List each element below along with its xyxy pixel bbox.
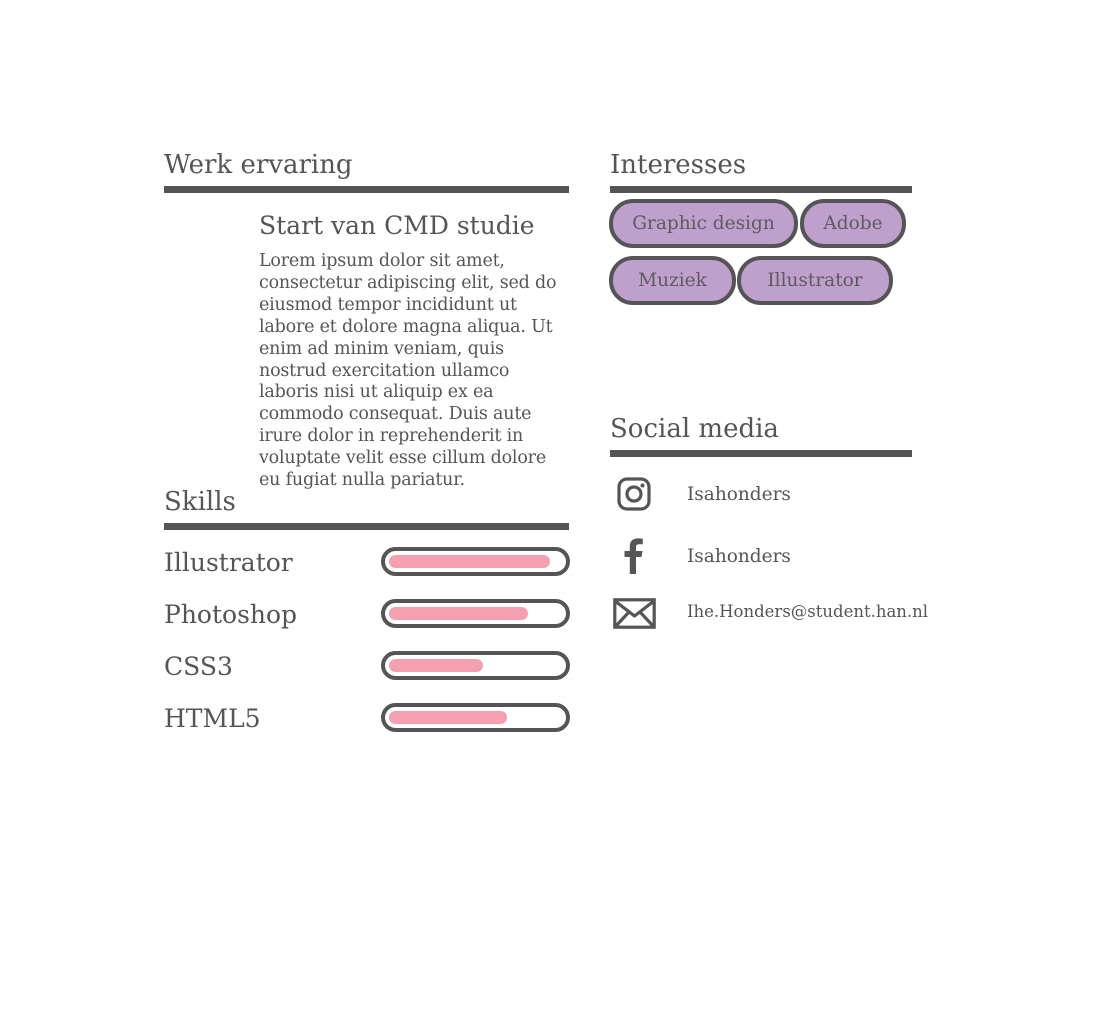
facebook-icon[interactable] (622, 538, 644, 574)
skills-section-divider (164, 523, 569, 530)
email-address[interactable]: Ihe.Honders@student.han.nl (687, 602, 929, 621)
social-section-divider (610, 450, 912, 457)
skill-label-html5: HTML5 (164, 704, 261, 733)
interests-section-divider (610, 186, 912, 193)
interest-tag-muziek[interactable]: Muziek (609, 256, 736, 305)
interest-tag-illustrator[interactable]: Illustrator (737, 256, 893, 305)
job-description: Lorem ipsum dolor sit amet, consectetur … (259, 251, 557, 491)
job-title: Start van CMD studie (259, 211, 535, 240)
instagram-icon[interactable] (617, 477, 651, 511)
social-section-title: Social media (610, 414, 779, 444)
skill-bar-illustrator (381, 547, 570, 576)
skill-label-illustrator: Illustrator (164, 548, 293, 577)
work-section-divider (164, 186, 569, 193)
skills-section-title: Skills (164, 487, 236, 517)
skill-fill-photoshop (389, 607, 528, 620)
skill-bar-html5 (381, 703, 570, 732)
facebook-handle[interactable]: Isahonders (687, 546, 791, 567)
interest-tag-adobe[interactable]: Adobe (800, 199, 906, 248)
instagram-handle[interactable]: Isahonders (687, 484, 791, 505)
skill-bar-photoshop (381, 599, 570, 628)
skill-label-photoshop: Photoshop (164, 600, 298, 629)
skill-fill-html5 (389, 711, 507, 724)
skill-label-css3: CSS3 (164, 652, 233, 681)
skill-bar-css3 (381, 651, 570, 680)
envelope-icon[interactable] (613, 598, 656, 629)
skill-fill-illustrator (389, 555, 550, 568)
skill-fill-css3 (389, 659, 483, 672)
interest-tag-graphic-design[interactable]: Graphic design (609, 199, 798, 248)
work-section-title: Werk ervaring (164, 150, 353, 180)
interests-section-title: Interesses (610, 150, 747, 180)
